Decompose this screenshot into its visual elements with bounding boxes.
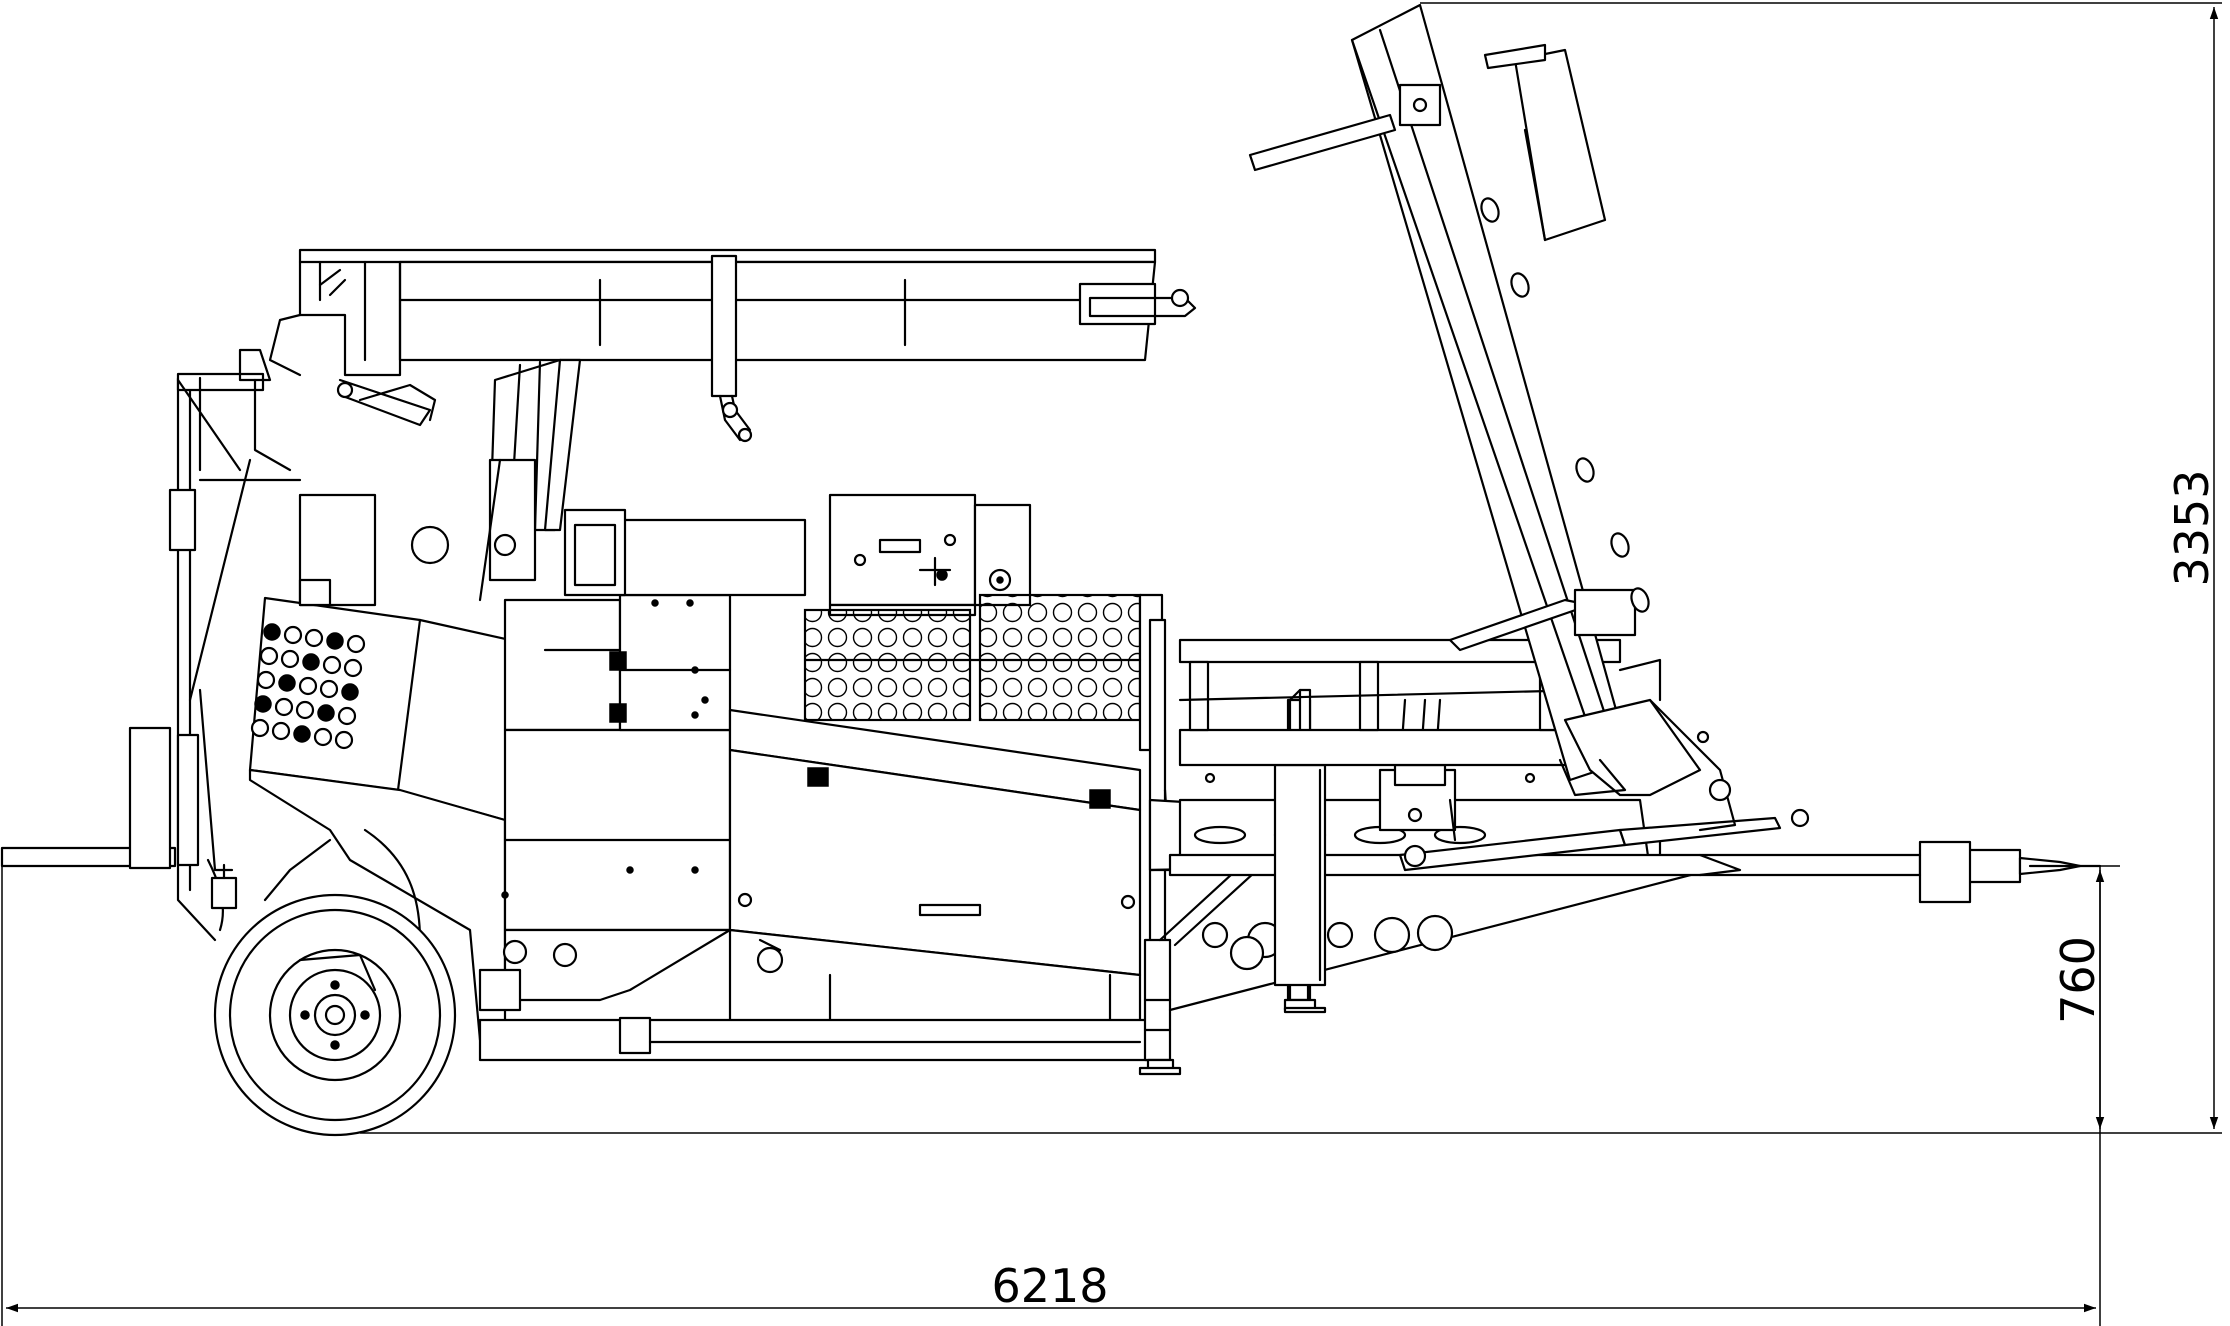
conveyor-slot	[1480, 197, 1500, 223]
panel-knob	[304, 628, 324, 648]
panel-knob	[346, 634, 366, 654]
machine-outline	[0, 3, 2102, 1137]
conveyor-slot	[1610, 532, 1630, 558]
conveyor-slot	[1575, 457, 1595, 483]
wheel	[213, 893, 457, 1137]
panel-knob	[343, 658, 363, 678]
panel-knob	[322, 655, 342, 675]
perforated-screen-right	[978, 593, 1142, 722]
panel-knob	[280, 649, 300, 669]
overall-length-dimension: 6218	[991, 1259, 1108, 1313]
panel-knob	[334, 730, 354, 750]
panel-knob	[326, 632, 344, 650]
panel-knob	[317, 704, 335, 722]
panel-knob	[295, 700, 315, 720]
panel-knob	[256, 670, 276, 690]
panel-control-knobs	[250, 623, 366, 750]
hitch-height-dimension: 760	[2051, 936, 2105, 1024]
conveyor-slot	[1510, 272, 1530, 298]
panel-knob	[283, 625, 303, 645]
central-hopper-box	[503, 728, 732, 932]
panel-knob	[259, 646, 279, 666]
panel-knob	[250, 718, 270, 738]
panel-knob	[313, 727, 333, 747]
overall-height-dimension: 3353	[2165, 469, 2219, 586]
chassis-frame	[478, 1018, 1152, 1062]
panel-knob	[274, 697, 294, 717]
panel-knob	[298, 676, 318, 696]
panel-knob	[254, 695, 272, 713]
conveyor-slot	[1630, 587, 1650, 613]
panel-knob	[302, 653, 320, 671]
panel-knob	[341, 683, 359, 701]
panel-knob	[293, 725, 311, 743]
conveyor-side-arm	[1248, 113, 1397, 172]
upper-boom	[398, 260, 1157, 362]
panel-knob	[337, 706, 357, 726]
panel-knob	[278, 674, 296, 692]
panel-knob	[263, 623, 281, 641]
perforated-screen-left	[803, 608, 972, 722]
panel-knob	[319, 679, 339, 699]
panel-knob	[271, 721, 291, 741]
